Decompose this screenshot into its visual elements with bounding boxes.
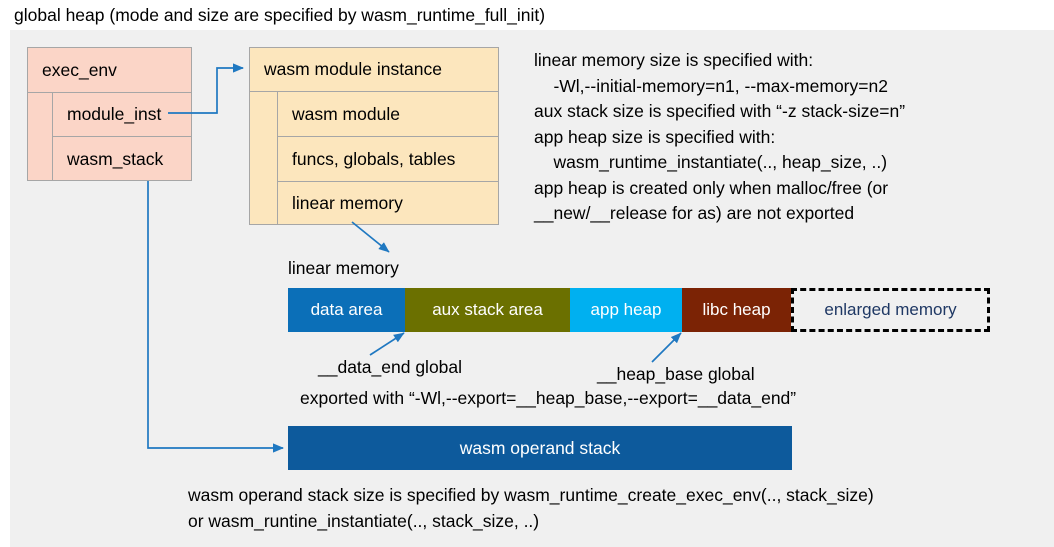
memory-segment-aux-stack-area: aux stack area — [405, 288, 570, 332]
linear-memory-label: linear memory — [288, 258, 399, 278]
page-title: global heap (mode and size are specified… — [14, 5, 546, 25]
wasm-module-instance-gutter — [250, 92, 278, 225]
exec-env-gutter — [28, 93, 53, 181]
heap-base-annotation: __heap_base global — [597, 364, 755, 384]
memory-segment-enlarged-memory: enlarged memory — [791, 288, 990, 332]
exec-env-title: exec_env — [28, 48, 191, 93]
runtime-notes-text: linear memory size is specified with: -W… — [534, 50, 906, 223]
wasm-module-instance-box: wasm module instance wasm module funcs, … — [249, 47, 499, 225]
memory-segment-data-area: data area — [288, 288, 405, 332]
module-instance-field-linear-memory: linear memory — [292, 193, 403, 213]
exec-env-box: exec_env module_inst wasm_stack — [27, 47, 192, 181]
wasm-operand-stack-caption: wasm operand stack size is specified by … — [188, 485, 874, 531]
memory-segment-app-heap: app heap — [570, 288, 682, 332]
exec-env-field-wasm-stack: wasm_stack — [67, 148, 164, 169]
exported-with-annotation: exported with “-Wl,--export=__heap_base,… — [300, 388, 797, 408]
exec-env-field-module-inst: module_inst — [53, 93, 192, 137]
data-end-annotation: __data_end global — [318, 357, 463, 377]
wasm-module-instance-title: wasm module instance — [250, 48, 498, 92]
module-instance-field-funcs-globals-tables: funcs, globals, tables — [278, 137, 499, 182]
module-instance-field-wasm-module: wasm module — [278, 92, 499, 137]
wasm-operand-stack-bar: wasm operand stack — [288, 426, 792, 470]
memory-segment-libc-heap: libc heap — [682, 288, 791, 332]
